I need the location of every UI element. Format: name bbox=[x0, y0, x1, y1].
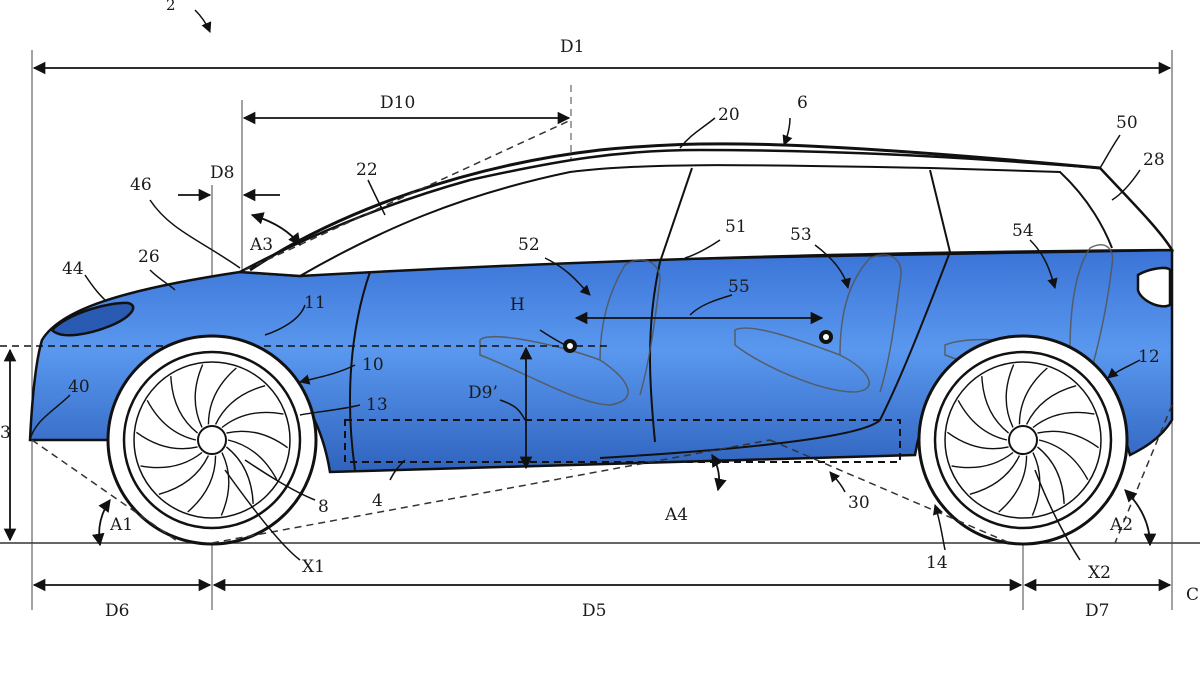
callout: 20 bbox=[718, 105, 740, 125]
callout: 44 bbox=[62, 259, 84, 279]
seat-outlines bbox=[479, 244, 1114, 406]
callout: 28 bbox=[1143, 150, 1165, 170]
wheel-spoke bbox=[227, 439, 278, 481]
wheel-spoke bbox=[957, 399, 1008, 441]
wheel-spoke bbox=[220, 452, 230, 516]
label-right-edge: C bbox=[1186, 585, 1199, 605]
dimension-arrows bbox=[3, 61, 1172, 592]
vehicle-greenhouse bbox=[235, 142, 1175, 278]
label-d7: D7 bbox=[1085, 601, 1109, 621]
leader-lines bbox=[29, 9, 1141, 561]
wheel-spoke bbox=[1018, 367, 1048, 425]
figure-number: 2 bbox=[166, 0, 176, 14]
hip-point-rear bbox=[819, 330, 833, 344]
wheel-spoke bbox=[135, 431, 198, 450]
wheel-spoke bbox=[946, 431, 1009, 450]
callout: 50 bbox=[1116, 113, 1138, 133]
label-x2: X2 bbox=[1088, 563, 1111, 583]
wheel-spoke bbox=[981, 376, 1010, 434]
rear-light bbox=[1136, 266, 1172, 308]
callout: 53 bbox=[790, 225, 812, 245]
wheel-spoke bbox=[969, 455, 1021, 496]
rear-wheel bbox=[917, 334, 1129, 546]
callout: 26 bbox=[138, 247, 160, 267]
wheel-spoke bbox=[1037, 430, 1100, 449]
label-d5: D5 bbox=[582, 601, 606, 621]
callout: 6 bbox=[797, 93, 808, 113]
battery-rocker-box bbox=[344, 419, 901, 463]
wheel-spoke bbox=[158, 455, 210, 496]
callout: 11 bbox=[304, 293, 326, 313]
label-a1: A1 bbox=[109, 515, 133, 535]
wheel-spoke bbox=[1025, 384, 1077, 425]
wheel-spoke bbox=[998, 455, 1028, 513]
label-left-edge: 3 bbox=[0, 423, 11, 443]
callout: 40 bbox=[68, 377, 90, 397]
label-d6: D6 bbox=[105, 601, 129, 621]
callout: 30 bbox=[848, 493, 870, 513]
dimension-labels: 2 D1 D10 D8 D6 D5 D7 D9’ bbox=[105, 0, 1109, 621]
callout: 54 bbox=[1012, 221, 1034, 241]
callout: 13 bbox=[366, 395, 388, 415]
front-wheel bbox=[106, 334, 318, 546]
angle-arcs bbox=[91, 212, 1157, 547]
callout: 14 bbox=[926, 553, 948, 573]
angle-labels: A1 A2 A3 A4 bbox=[109, 235, 1133, 535]
wheel-spoke bbox=[194, 364, 204, 428]
label-a2: A2 bbox=[1109, 515, 1133, 535]
wheel-spoke bbox=[1005, 364, 1015, 428]
wheel-spoke bbox=[226, 430, 289, 449]
callout: 52 bbox=[518, 235, 540, 255]
label-d9: D9’ bbox=[468, 383, 498, 403]
callout: 46 bbox=[130, 175, 152, 195]
point-labels: H X1 X2 3 C bbox=[0, 295, 1199, 605]
wheel-spoke bbox=[225, 446, 254, 504]
wheel-spoke bbox=[221, 411, 284, 429]
wheel-spoke bbox=[951, 451, 1014, 469]
wheel-spoke bbox=[207, 367, 237, 425]
label-h: H bbox=[510, 295, 525, 315]
label-d1: D1 bbox=[560, 37, 584, 57]
callout: 10 bbox=[362, 355, 384, 375]
wheel-spoke bbox=[214, 384, 266, 425]
callout: 8 bbox=[318, 497, 329, 517]
callout: 51 bbox=[725, 217, 747, 237]
hip-point-front bbox=[563, 339, 577, 353]
wheel-spoke bbox=[146, 399, 197, 441]
callout: 55 bbox=[728, 277, 750, 297]
label-a3: A3 bbox=[249, 235, 273, 255]
wheel-spoke bbox=[1038, 439, 1089, 481]
wheel-spoke bbox=[1036, 446, 1065, 504]
wheel-spoke bbox=[1032, 411, 1095, 429]
wheel-spoke bbox=[140, 451, 203, 469]
wheel-spoke bbox=[187, 455, 217, 513]
label-a4: A4 bbox=[664, 505, 688, 525]
callout: 22 bbox=[356, 160, 378, 180]
callout: 4 bbox=[372, 491, 383, 511]
callout: 12 bbox=[1138, 347, 1160, 367]
callout-labels: 6 20 22 50 28 46 26 44 11 10 13 40 8 4 5… bbox=[62, 93, 1165, 573]
label-x1: X1 bbox=[302, 557, 325, 577]
headlight bbox=[50, 301, 135, 337]
wheel-spoke bbox=[170, 376, 199, 434]
label-d10: D10 bbox=[380, 93, 415, 113]
label-d8: D8 bbox=[210, 163, 234, 183]
